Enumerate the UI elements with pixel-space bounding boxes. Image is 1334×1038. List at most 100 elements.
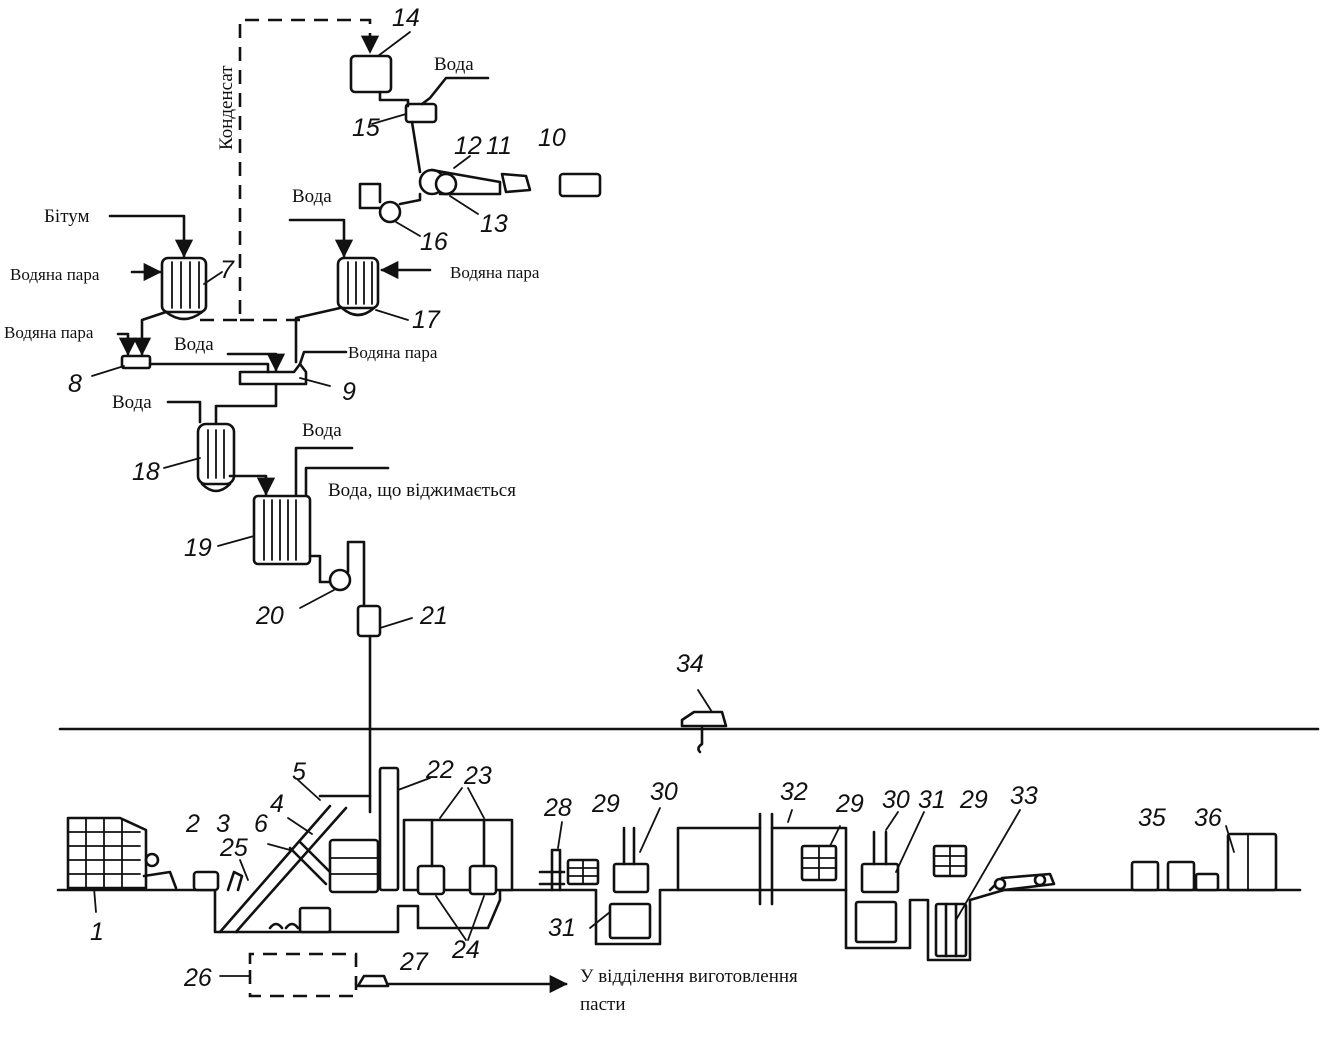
leader-25 [239, 859, 249, 881]
num-17: 17 [412, 306, 441, 334]
unit-18-bottom [200, 482, 232, 493]
leader-24a [435, 895, 467, 941]
unit-3 [226, 870, 244, 892]
leader-33 [955, 809, 1021, 921]
unit-4-bin [318, 794, 372, 814]
num-29c: 29 [959, 786, 988, 814]
pipe-14-15 [378, 90, 410, 108]
unit-30-b [860, 862, 900, 894]
leader-21 [379, 617, 413, 629]
unit-7 [160, 256, 208, 314]
num-16: 16 [420, 228, 448, 256]
unit-33-roller-a [993, 877, 1007, 891]
leader-23a [439, 787, 463, 819]
leader-19 [217, 535, 255, 547]
num-13: 13 [480, 210, 508, 238]
num-34: 34 [676, 650, 704, 678]
leader-13 [449, 195, 479, 215]
unit-26-loop [248, 952, 358, 998]
leader-15 [371, 113, 407, 125]
leader-32 [787, 809, 793, 823]
num-10: 10 [538, 124, 566, 152]
num-29a: 29 [591, 790, 620, 818]
num-19: 19 [184, 534, 212, 562]
unit-32-chamber [676, 826, 848, 892]
pipe-17-9 [294, 306, 342, 364]
num-35: 35 [1138, 804, 1166, 832]
unit-1 [66, 816, 178, 890]
unit-24-a [416, 864, 446, 896]
leader-31a [589, 911, 611, 929]
unit-36 [1226, 832, 1278, 892]
num-33: 33 [1010, 782, 1038, 810]
pipe-19-20 [308, 554, 332, 584]
label-steam-7: Водяна пара [10, 265, 100, 284]
label-squeezed-water: Вода, що віджимається [328, 480, 516, 501]
num-36: 36 [1194, 804, 1222, 832]
num-31b: 31 [918, 786, 946, 814]
unit-16 [378, 200, 402, 224]
label-water-18: Вода [112, 392, 152, 413]
num-32: 32 [780, 778, 808, 806]
unit-30-a [612, 862, 650, 894]
leader-5 [297, 779, 321, 801]
leader-16 [395, 221, 421, 237]
leader-4 [287, 817, 313, 835]
water-in-15 [420, 76, 490, 106]
num-2: 2 [185, 810, 200, 838]
mixer-block [328, 838, 380, 894]
num-21: 21 [419, 602, 448, 630]
unit-12-belt [430, 168, 502, 196]
num-12: 12 [454, 132, 482, 160]
small-rollers [268, 922, 300, 930]
unit-33-roller-b [1033, 873, 1047, 887]
unit-15 [404, 102, 438, 124]
pipe-16-17 [358, 182, 382, 210]
unit-19 [252, 494, 312, 566]
num-7: 7 [220, 256, 235, 284]
water-in-17 [288, 218, 354, 258]
unit-7-bottom [164, 310, 204, 321]
leader-9 [299, 377, 331, 387]
num-15: 15 [352, 114, 380, 142]
num-28: 28 [543, 794, 572, 822]
unit-27 [356, 974, 390, 988]
unit-11 [500, 172, 532, 194]
unit-8 [120, 354, 152, 370]
leader-24b [467, 895, 485, 941]
bitumen-in [108, 214, 194, 258]
unit-28 [538, 848, 566, 892]
floor-line [56, 888, 1302, 962]
water-in-18 [166, 400, 202, 424]
num-22: 22 [425, 756, 454, 784]
leader-36 [1225, 825, 1235, 853]
unit-5-inclined-conveyor [218, 804, 348, 934]
unit-35 [1130, 860, 1160, 892]
num-24: 24 [451, 936, 480, 964]
unit-17-bottom [340, 306, 376, 317]
unit-31-a [608, 902, 652, 940]
num-1: 1 [90, 918, 104, 946]
pipe-9-18 [214, 382, 278, 424]
condensate-line [200, 18, 380, 322]
num-11: 11 [486, 132, 512, 160]
pipe-7-8 [132, 310, 168, 356]
unit-14 [349, 54, 393, 94]
num-25: 25 [219, 834, 248, 862]
leader-18 [163, 457, 201, 469]
unit-34 [680, 710, 728, 728]
num-18: 18 [132, 458, 160, 486]
unit-22 [378, 766, 400, 892]
leader-1 [93, 887, 97, 913]
unit-13-drum-b [434, 172, 458, 196]
water-in-9 [226, 352, 286, 372]
leader-6 [267, 843, 291, 851]
label-water-15: Вода [434, 54, 474, 75]
unit-31-b [854, 900, 898, 944]
unit-2 [192, 870, 220, 892]
num-3: 3 [216, 810, 230, 838]
squeezed-water-out [304, 466, 390, 496]
num-30a: 30 [650, 778, 678, 806]
label-bitumen: Бітум [44, 206, 90, 227]
